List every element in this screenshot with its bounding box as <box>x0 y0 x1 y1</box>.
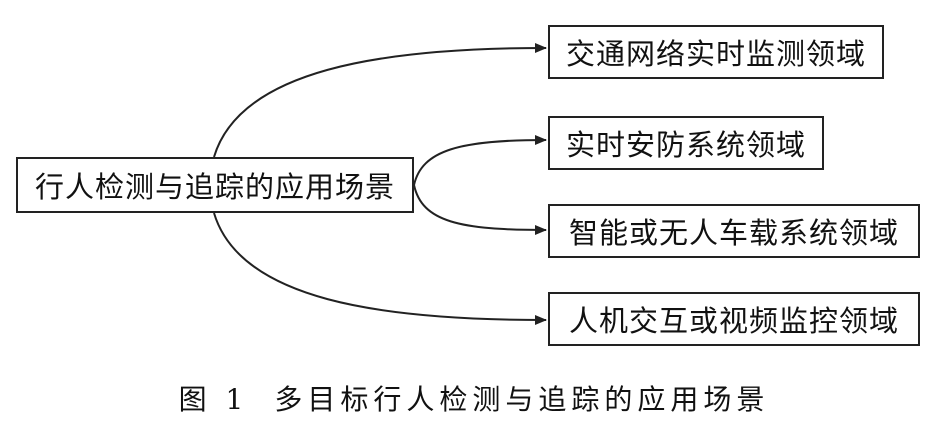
figure-caption-text: 多目标行人检测与追踪的应用场景 <box>274 383 770 416</box>
branch-node-traffic-monitoring: 交通网络实时监测领域 <box>548 25 884 79</box>
branch-node-label: 智能或无人车载系统领域 <box>568 216 899 250</box>
connector-arrow-2 <box>413 135 547 186</box>
branch-node-label: 实时安防系统领域 <box>565 128 806 162</box>
branch-node-label: 交通网络实时监测领域 <box>565 37 866 71</box>
branch-node-security-system: 实时安防系统领域 <box>548 116 824 170</box>
figure-caption: 图 1 多目标行人检测与追踪的应用场景 <box>0 378 948 418</box>
branch-node-label: 人机交互或视频监控领域 <box>568 304 899 338</box>
root-node: 行人检测与追踪的应用场景 <box>16 157 414 213</box>
figure-number: 图 1 <box>178 383 249 416</box>
root-node-label: 行人检测与追踪的应用场景 <box>34 170 395 204</box>
branch-node-hci-video-surveillance: 人机交互或视频监控领域 <box>548 292 920 346</box>
connector-arrow-3 <box>413 184 547 235</box>
branch-node-vehicle-system: 智能或无人车载系统领域 <box>548 204 920 258</box>
connector-arrow-1 <box>213 43 547 158</box>
connector-arrow-4 <box>213 212 547 325</box>
